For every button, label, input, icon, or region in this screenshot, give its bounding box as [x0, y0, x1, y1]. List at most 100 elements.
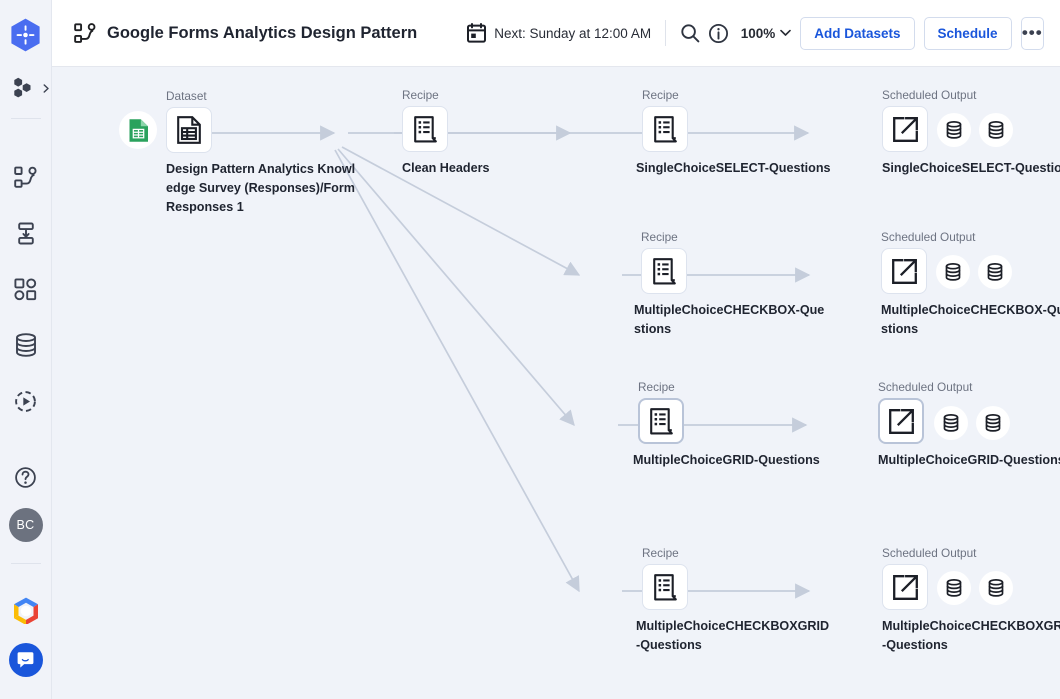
node-recipe-1[interactable]: Recipe SingleChoiceSELECT-Questions — [636, 88, 857, 178]
flow-canvas[interactable]: Dataset — [52, 67, 1060, 699]
database-chip-2[interactable] — [978, 255, 1012, 289]
node-output-1[interactable]: Scheduled Output — [882, 88, 1060, 178]
database-chip-2[interactable] — [979, 113, 1013, 147]
node-icon-box[interactable] — [402, 106, 448, 152]
sidebar-item-datasets[interactable] — [6, 325, 46, 365]
search-icon — [681, 24, 700, 43]
node-kind-label: Dataset — [166, 89, 207, 103]
node-kind-label: Scheduled Output — [882, 88, 977, 102]
node-clean-headers[interactable]: Recipe Clean Headers — [402, 88, 552, 178]
database-icon — [943, 414, 959, 432]
scheduled-output-arrow-icon — [892, 116, 918, 142]
chevron-right-icon — [43, 84, 49, 93]
scheduled-output-arrow-icon — [892, 574, 918, 600]
node-recipe-3[interactable]: Recipe MultipleChoiceGRID-Questions — [633, 380, 843, 470]
sidebar-item-jobs[interactable] — [6, 213, 46, 253]
node-label: MultipleChoiceCHECKBOX-Que stions — [634, 303, 825, 336]
node-source-dataset[interactable]: Dataset — [119, 89, 376, 217]
flow-graph-icon — [74, 23, 96, 43]
recipe-icon — [653, 115, 677, 142]
info-button[interactable] — [708, 18, 729, 48]
database-icon — [15, 333, 36, 357]
node-recipe-2[interactable]: Recipe MultipleChoiceCHECKBOX-Que stions — [634, 230, 846, 339]
sidebar-item-help[interactable] — [6, 457, 46, 497]
page-title: Google Forms Analytics Design Pattern — [107, 23, 418, 42]
node-label: MultipleChoiceCHECKBOXGRID -Questions — [882, 619, 1060, 652]
app-logo[interactable] — [0, 0, 52, 52]
recipe-icon — [652, 257, 676, 284]
top-toolbar: Google Forms Analytics Design Pattern Ne… — [52, 0, 1060, 67]
node-label: Clean Headers — [402, 161, 490, 175]
more-options-button[interactable]: ••• — [1020, 16, 1044, 50]
grid-shapes-icon — [14, 277, 37, 300]
node-icon-box[interactable] — [642, 564, 688, 610]
database-icon — [988, 121, 1004, 139]
node-label: MultipleChoiceGRID-Questions — [878, 453, 1060, 467]
sidebar-item-workspace-switcher[interactable] — [6, 68, 49, 108]
node-output-2[interactable]: Scheduled Output — [881, 230, 1060, 339]
avatar[interactable]: BC — [6, 505, 46, 545]
search-button[interactable] — [680, 18, 700, 48]
jobs-transfer-icon — [17, 222, 34, 244]
database-icon — [946, 579, 962, 597]
google-sheets-icon — [129, 118, 148, 142]
node-kind-label: Scheduled Output — [881, 230, 976, 244]
add-datasets-button[interactable]: Add Datasets — [800, 16, 915, 50]
flow-graph-icon — [14, 166, 37, 188]
node-icon-box[interactable] — [882, 564, 1013, 610]
node-output-3[interactable]: Scheduled Output — [878, 380, 1060, 470]
database-chip-2[interactable] — [979, 571, 1013, 605]
node-recipe-4[interactable]: Recipe MultipleChoiceCHECKBOXGRID -Quest… — [636, 546, 847, 655]
node-icon-box[interactable] — [641, 248, 687, 294]
play-circle-dashed-icon — [15, 390, 36, 412]
hexagon-cluster-icon — [13, 77, 30, 98]
database-chip-1[interactable] — [934, 406, 968, 440]
database-chip-1[interactable] — [936, 255, 970, 289]
node-label: MultipleChoiceGRID-Questions — [633, 453, 820, 467]
google-cloud-button[interactable] — [6, 590, 46, 630]
node-icon-box[interactable] — [119, 107, 212, 153]
node-label: MultipleChoiceCHECKBOXGRID -Questions — [636, 619, 830, 652]
rail-divider-top — [10, 118, 41, 119]
chat-support-button[interactable] — [6, 640, 46, 680]
database-icon — [987, 263, 1003, 281]
database-chip-1[interactable] — [937, 113, 971, 147]
node-kind-label: Scheduled Output — [878, 380, 973, 394]
info-icon — [708, 23, 728, 43]
node-icon-box[interactable] — [638, 398, 684, 444]
sidebar-item-plans[interactable] — [6, 269, 46, 309]
node-icon-box[interactable] — [881, 248, 1012, 294]
sidebar-item-run-history[interactable] — [6, 381, 46, 421]
google-sheets-badge — [119, 111, 157, 149]
node-icon-box[interactable] — [642, 106, 688, 152]
node-icon-box[interactable] — [882, 106, 1013, 152]
zoom-level-dropdown[interactable]: 100% — [741, 26, 792, 41]
edge-clean-headers-to-recipe-2 — [341, 146, 581, 276]
schedule-button[interactable]: Schedule — [923, 16, 1012, 50]
node-label: SingleChoiceSELECT-Questions — [636, 161, 831, 175]
database-icon — [988, 579, 1004, 597]
node-kind-label: Recipe — [638, 380, 675, 394]
scheduled-output-arrow-icon — [888, 408, 914, 434]
chat-bubble-icon — [8, 643, 43, 677]
database-chip-1[interactable] — [937, 571, 971, 605]
toolbar-divider — [665, 20, 666, 46]
schedule-text: Next: Sunday at 12:00 AM — [494, 25, 652, 41]
schedule-indicator[interactable]: Next: Sunday at 12:00 AM — [467, 23, 651, 43]
rail-divider-bottom — [10, 563, 41, 564]
node-kind-label: Recipe — [642, 546, 679, 560]
database-chip-2[interactable] — [976, 406, 1010, 440]
recipe-icon — [653, 573, 677, 600]
node-icon-box[interactable] — [878, 398, 1010, 444]
chevron-down-icon — [780, 29, 792, 36]
node-label: Design Pattern Analytics Knowl edge Surv… — [166, 162, 356, 214]
sidebar-item-flows[interactable] — [6, 157, 46, 197]
node-kind-label: Recipe — [402, 88, 439, 102]
node-output-4[interactable]: Scheduled Output — [882, 546, 1060, 655]
left-nav-rail: BC — [0, 0, 52, 699]
node-kind-label: Scheduled Output — [882, 546, 977, 560]
node-label: SingleChoiceSELECT-Questions — [882, 161, 1060, 175]
google-cloud-icon — [13, 597, 38, 624]
node-label: MultipleChoiceCHECKBOX-Que stions — [881, 303, 1060, 336]
database-icon — [985, 414, 1001, 432]
